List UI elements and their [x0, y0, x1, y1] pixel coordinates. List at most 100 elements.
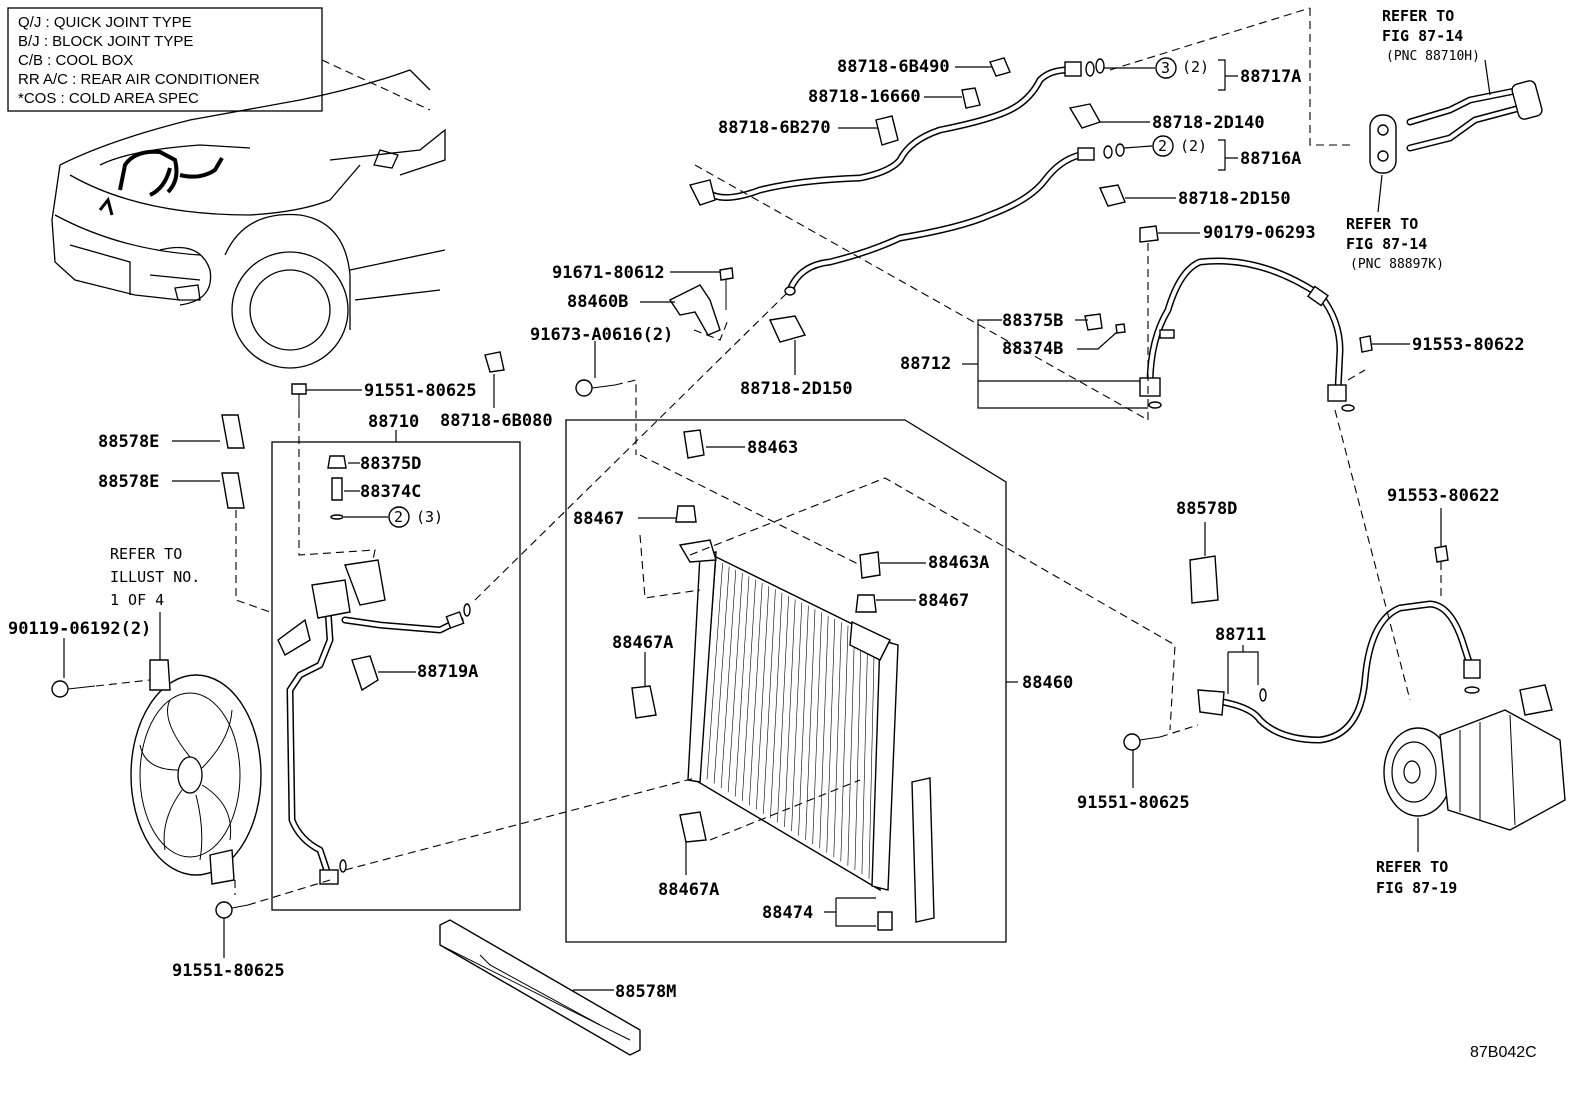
circle-ref-3: 3: [1161, 59, 1170, 77]
condenser-core: [678, 539, 899, 892]
label-88460: 88460: [1022, 673, 1073, 693]
bolt-91551-80625-right: [1123, 733, 1161, 751]
bracket-88463A: [859, 551, 881, 579]
circle-ref-2-top: 2: [1158, 137, 1167, 155]
label-88718-6B080: 88718-6B080: [440, 411, 553, 431]
label-91553-80622-bottom: 91553-80622: [1387, 486, 1500, 506]
condenser-fin-line: [847, 628, 855, 866]
label-88718-6B270: 88718-6B270: [718, 118, 831, 138]
bracket-88463: [683, 429, 705, 459]
hose-88711: [1197, 600, 1481, 744]
clamp-88718-2D150-top: [1098, 184, 1126, 207]
condenser-fin-line: [791, 602, 803, 832]
label-88375B: 88375B: [1002, 311, 1063, 331]
condenser-fin-line: [734, 576, 750, 797]
discharge-hose-88717A: [688, 58, 1105, 206]
seal-88578E-1: [221, 414, 245, 449]
bolt-91553-80622-top: [1359, 335, 1373, 353]
figure-id: 87B042C: [1470, 1044, 1537, 1061]
label-88719A: 88719A: [417, 662, 478, 682]
ref-mid-right-line2: FIG 87-14: [1346, 235, 1427, 253]
label-88467A-bottom: 88467A: [658, 880, 719, 900]
label-88718-16660: 88718-16660: [808, 87, 921, 107]
frame-88460: [565, 419, 1007, 943]
legend-line-cos: *COS : COLD AREA SPEC: [18, 90, 199, 107]
label-88460B: 88460B: [567, 292, 628, 312]
condenser-fin-line: [748, 582, 763, 806]
condenser-fin-line: [861, 635, 869, 875]
legend-line-bj: B/J : BLOCK JOINT TYPE: [18, 33, 193, 50]
condenser-fin-line: [741, 579, 756, 801]
ref-mid-right-line1: REFER TO: [1346, 215, 1418, 233]
label-88578E-2: 88578E: [98, 472, 159, 492]
dash-top-right: [1309, 8, 1350, 146]
condenser-fin-line: [763, 589, 776, 814]
label-91551-80625-right: 91551-80625: [1077, 793, 1190, 813]
vehicle-ac-line-highlight: [98, 149, 224, 216]
condenser-fin-line: [840, 625, 849, 862]
cushion-88467A-bottom: [679, 811, 707, 843]
condenser-fin-line: [770, 592, 783, 819]
label-91553-80622-top: 91553-80622: [1412, 335, 1525, 355]
bolt-91551-80625-bottom: [215, 901, 249, 919]
label-88474: 88474: [762, 903, 813, 923]
cap-90179-06293: [1139, 225, 1159, 243]
label-88467-top: 88467: [573, 509, 624, 529]
valve-core-88374C: [331, 477, 343, 501]
label-88718-6B490: 88718-6B490: [837, 57, 950, 77]
legend-line-cb: C/B : COOL BOX: [18, 52, 133, 69]
label-91551-80625-top: 91551-80625: [364, 381, 477, 401]
valve-core-88374B: [1115, 323, 1126, 334]
label-90119-06192: 90119-06192(2): [8, 619, 151, 639]
condenser-fin-line: [819, 615, 829, 849]
cushion-88467-top: [675, 505, 697, 523]
condenser-fin-line: [777, 596, 789, 823]
label-88467A-left: 88467A: [612, 633, 673, 653]
legend-box: Q/J : QUICK JOINT TYPE B/J : BLOCK JOINT…: [7, 7, 323, 112]
clamp-88718-2D150-mid: [768, 315, 807, 343]
condenser-fin-line: [713, 566, 730, 784]
hose-88712: [1139, 257, 1355, 412]
label-88710: 88710: [368, 412, 419, 432]
circle-ref-2-mid: 2: [394, 508, 403, 526]
ref-illust-line1: REFER TO: [110, 545, 182, 563]
condenser-fin-line: [727, 573, 743, 793]
bolt-91551-80625-top: [291, 383, 307, 410]
ref-illust-line3: 1 OF 4: [110, 591, 164, 609]
label-88463: 88463: [747, 438, 798, 458]
cushion-88467A-left: [631, 685, 657, 719]
bracket-88460B: [668, 267, 734, 336]
label-88711: 88711: [1215, 625, 1266, 645]
receiver-88474: [877, 777, 935, 931]
label-91551-80625-bottom: 91551-80625: [172, 961, 285, 981]
vehicle-sketch-illustration: [51, 69, 446, 369]
liquid-tube-88710: [277, 559, 471, 885]
ref-top-right-line2: FIG 87-14: [1382, 27, 1463, 45]
ref-mid-right-line3: (PNC 88897K): [1350, 257, 1444, 272]
condenser-fin-line: [833, 622, 842, 858]
label-88718-2D150-top: 88718-2D150: [1178, 189, 1291, 209]
clamp-88718-2D140: [1068, 103, 1102, 129]
seal-88578D: [1189, 555, 1219, 604]
seal-88578E-2: [221, 472, 245, 509]
valve-cap-88375B: [1084, 313, 1103, 331]
label-88578D: 88578D: [1176, 499, 1237, 519]
label-91671-80612: 91671-80612: [552, 263, 665, 283]
condenser-fin-line: [784, 599, 796, 827]
label-88463A: 88463A: [928, 553, 989, 573]
cap-88375D: [327, 455, 347, 469]
condenser-fin-line: [798, 605, 809, 836]
label-88718-2D140: 88718-2D140: [1152, 113, 1265, 133]
label-88712: 88712: [900, 354, 951, 374]
condenser-fin-line: [706, 563, 723, 780]
qty-88717A: (2): [1182, 58, 1209, 76]
condenser-fin-line: [756, 586, 770, 810]
label-88467-right: 88467: [918, 591, 969, 611]
ref-top-right-line3: (PNC 88710H): [1386, 49, 1480, 64]
label-88375D: 88375D: [360, 454, 421, 474]
legend-to-vehicle-dash: [321, 59, 431, 111]
qty-88716A: (2): [1180, 137, 1207, 155]
ref-fig-87-19-line1: REFER TO: [1376, 858, 1448, 876]
suction-hose-88716A: [784, 143, 1125, 296]
